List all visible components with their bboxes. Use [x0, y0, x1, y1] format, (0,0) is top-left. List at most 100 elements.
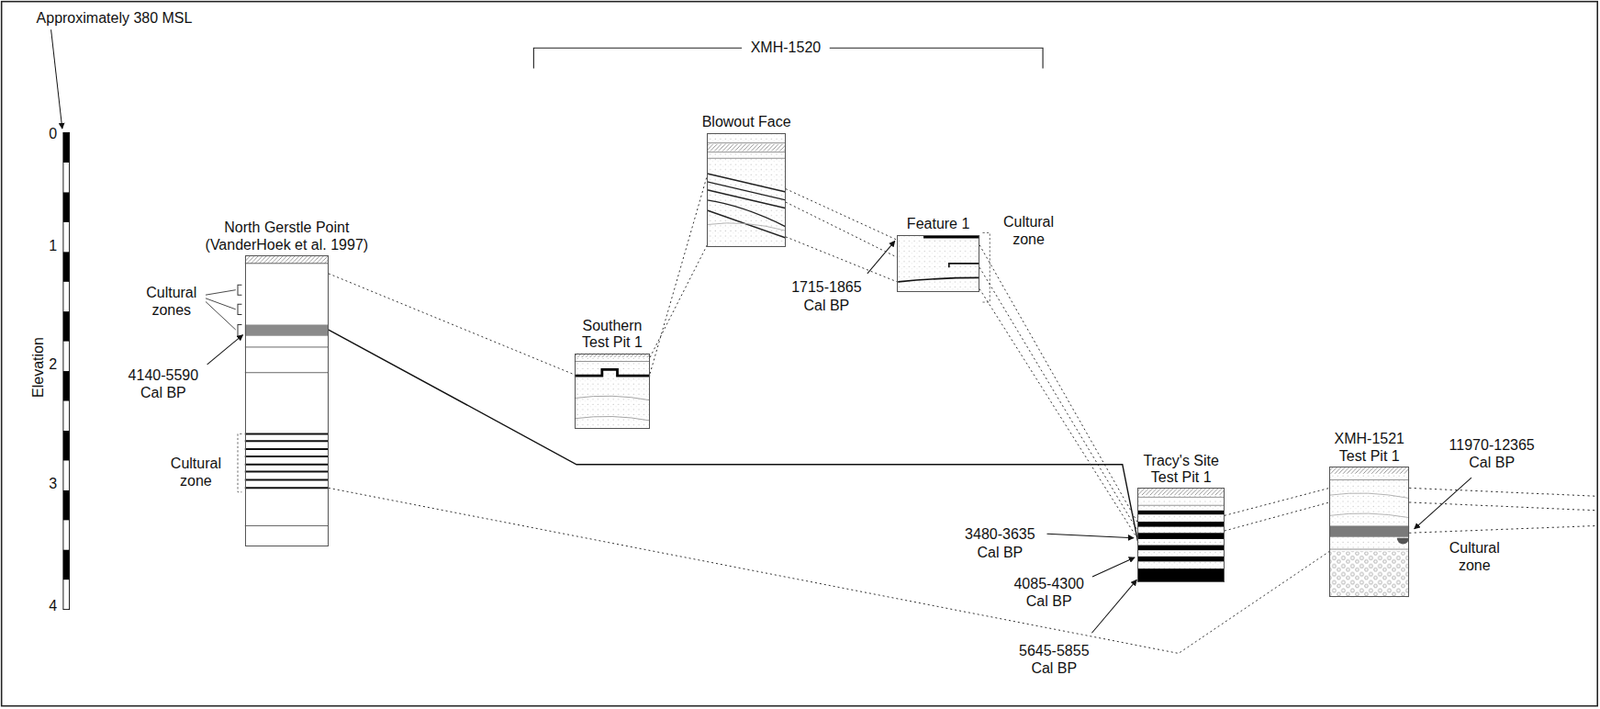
column-name: North Gerstle Point — [205, 219, 370, 236]
scale-number: 1 — [47, 236, 58, 255]
xmh1521-pit-strata — [1329, 492, 1410, 518]
tracys-pit-strata — [1137, 532, 1224, 539]
leader-arrow — [1414, 477, 1472, 529]
blowout-face-strata — [706, 133, 786, 248]
strat-column: Southern Test Pit 1 — [574, 353, 650, 429]
elevation-scale — [63, 490, 70, 520]
correlation-line — [979, 289, 1138, 539]
column-title: Tracy's Site Test Pit 1 — [1132, 452, 1230, 487]
leader-arrow — [1091, 579, 1137, 633]
column-name: Southern Test Pit 1 — [570, 317, 654, 352]
date-label: 1715-1865 Cal BP — [783, 278, 870, 314]
date-label: 4085-4300 Cal BP — [1006, 574, 1093, 610]
date-label: 11970-12365 Cal BP — [1441, 435, 1543, 470]
correlation-line — [785, 189, 897, 241]
southern-pit-strata — [574, 369, 650, 376]
blowout-face-strata — [706, 133, 786, 248]
column-name: Blowout Face — [702, 113, 792, 131]
leader-arrow — [51, 29, 63, 129]
correlation-line — [1224, 487, 1331, 515]
zone-bracket — [204, 290, 235, 330]
elevation-note: Approximately 380 MSL — [35, 9, 194, 27]
north-gerstle-strata — [245, 263, 329, 526]
tracys-pit-strata — [1137, 487, 1224, 582]
elevation-scale — [63, 370, 70, 401]
xmh1521-pit-strata — [1329, 466, 1410, 597]
correlation-line — [649, 245, 707, 358]
tracys-pit-strata — [1137, 487, 1224, 582]
elevation-scale — [63, 133, 70, 610]
elevation-scale — [63, 251, 70, 281]
column-title: Feature 1 — [906, 215, 970, 233]
tracys-pit-strata — [1137, 510, 1224, 515]
zone-label: Cultural zone — [1440, 538, 1509, 574]
xmh1521-pit-strata — [1329, 525, 1410, 537]
scale-number: 3 — [47, 474, 58, 493]
tracys-pit-strata — [1137, 556, 1224, 562]
leader-arrow — [1047, 533, 1134, 538]
north-gerstle-strata — [245, 433, 329, 488]
column-title: XMH-1521 Test Pit 1 — [1323, 430, 1416, 465]
tracys-pit-strata — [1137, 521, 1224, 527]
correlation-line — [1409, 487, 1598, 533]
column-title: Southern Test Pit 1 — [570, 317, 654, 352]
strat-column: Tracy's Site Test Pit 1 — [1137, 487, 1224, 582]
correlation-line — [328, 487, 1331, 653]
north-gerstle-strata — [245, 255, 329, 264]
elevation-scale — [63, 133, 70, 163]
feature-strata — [923, 234, 980, 238]
elevation-scale — [63, 191, 70, 222]
elevation-scale — [63, 430, 70, 460]
column-name: Tracy's Site Test Pit 1 — [1132, 452, 1230, 487]
correlation-line — [979, 267, 1138, 531]
zone-bracket — [982, 232, 990, 303]
north-gerstle-strata — [245, 324, 329, 336]
correlation-line — [649, 175, 707, 374]
strat-column: Blowout Face — [706, 133, 786, 248]
tracys-pit-strata — [1137, 496, 1224, 505]
correlation-line — [1224, 502, 1331, 531]
strat-column: XMH-1521 Test Pit 1 — [1329, 466, 1410, 597]
zone-label: Cultural zones — [137, 283, 206, 319]
xmh1521-pit-strata — [1329, 479, 1410, 549]
southern-pit-strata — [574, 360, 650, 362]
scale-number: 0 — [47, 124, 58, 143]
date-label: 4140-5590 Cal BP — [120, 366, 207, 402]
feature-strata — [949, 263, 980, 268]
zone-label: Cultural zone — [995, 212, 1063, 248]
feature-strata — [896, 234, 980, 292]
tracys-pit-strata — [1137, 545, 1224, 551]
feature-strata — [896, 234, 980, 292]
zone-label: Cultural zone — [161, 453, 230, 489]
southern-pit-strata — [574, 353, 650, 429]
zone-bracket — [237, 284, 242, 337]
blowout-face-strata — [706, 173, 786, 238]
correlation-line — [785, 236, 897, 282]
axis-title: Elevation — [30, 335, 48, 399]
blowout-face-strata — [706, 223, 786, 231]
zone-bracket — [237, 433, 242, 492]
elevation-scale — [63, 133, 70, 610]
date-label: 5645-5855 Cal BP — [1010, 641, 1097, 677]
leader-arrow — [867, 240, 896, 274]
zone-bracket — [204, 232, 990, 492]
xmh1521-pit-strata — [1397, 537, 1410, 545]
leader-arrow — [1089, 557, 1135, 578]
tracys-pit-strata — [1137, 487, 1224, 495]
date-label: 3480-3635 Cal BP — [956, 525, 1043, 560]
column-title: Blowout Face — [702, 113, 792, 131]
blowout-face-strata — [706, 144, 786, 152]
xmh1521-pit-strata — [1329, 466, 1410, 597]
elevation-scale — [63, 549, 70, 580]
correlation-line — [328, 273, 575, 375]
north-gerstle-strata — [245, 255, 329, 547]
scale-number: 4 — [47, 597, 58, 616]
leader-arrow — [207, 335, 244, 365]
elevation-scale — [63, 311, 70, 341]
correlation-line — [328, 329, 1139, 541]
